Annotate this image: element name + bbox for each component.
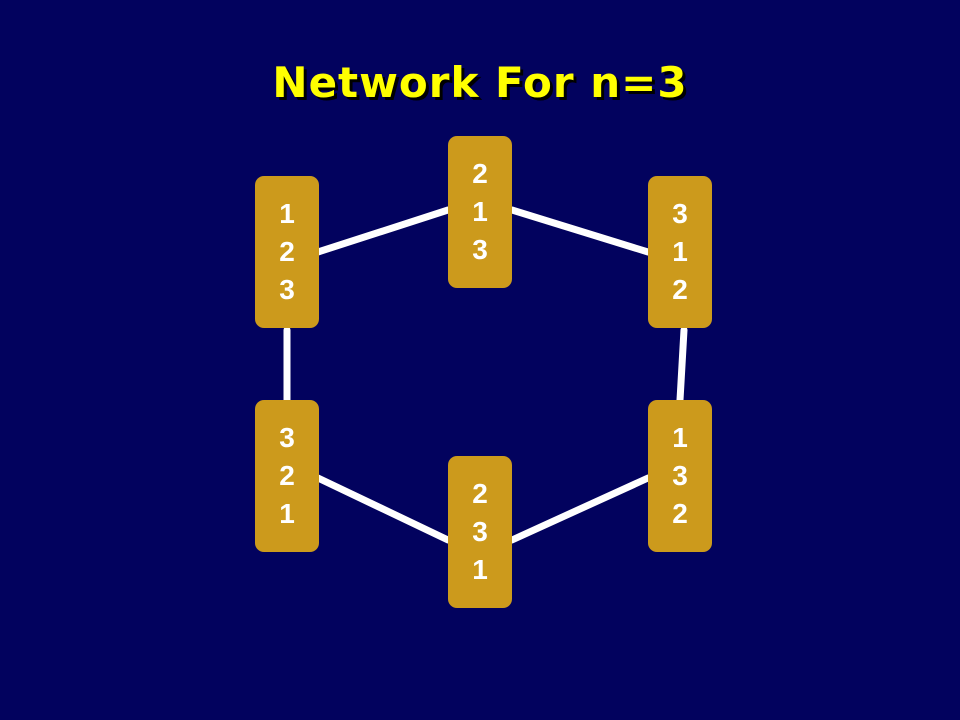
node-digit: 2 [472, 478, 488, 509]
edge-231-132 [508, 474, 652, 544]
edge-213-312 [508, 206, 652, 256]
node-312: 3 1 2 [648, 176, 712, 328]
node-digit: 1 [279, 198, 295, 229]
node-digit: 2 [472, 158, 488, 189]
node-digit: 3 [472, 516, 488, 547]
node-digit: 1 [279, 498, 295, 529]
edge-123-213 [314, 206, 452, 256]
node-digit: 2 [279, 460, 295, 491]
node-321: 3 2 1 [255, 400, 319, 552]
edge-321-231 [314, 474, 452, 544]
node-123: 1 2 3 [255, 176, 319, 328]
node-digit: 3 [279, 274, 295, 305]
node-digit: 3 [472, 234, 488, 265]
node-digit: 2 [279, 236, 295, 267]
node-digit: 3 [672, 198, 688, 229]
node-digit: 1 [472, 554, 488, 585]
node-digit: 1 [672, 422, 688, 453]
node-digit: 2 [672, 498, 688, 529]
node-digit: 3 [279, 422, 295, 453]
slide-title: Network For n=3 [272, 58, 688, 107]
node-132: 1 3 2 [648, 400, 712, 552]
node-231: 2 3 1 [448, 456, 512, 608]
node-digit: 2 [672, 274, 688, 305]
node-213: 2 1 3 [448, 136, 512, 288]
node-digit: 3 [672, 460, 688, 491]
node-digit: 1 [672, 236, 688, 267]
edge-312-132 [676, 326, 688, 404]
node-digit: 1 [472, 196, 488, 227]
